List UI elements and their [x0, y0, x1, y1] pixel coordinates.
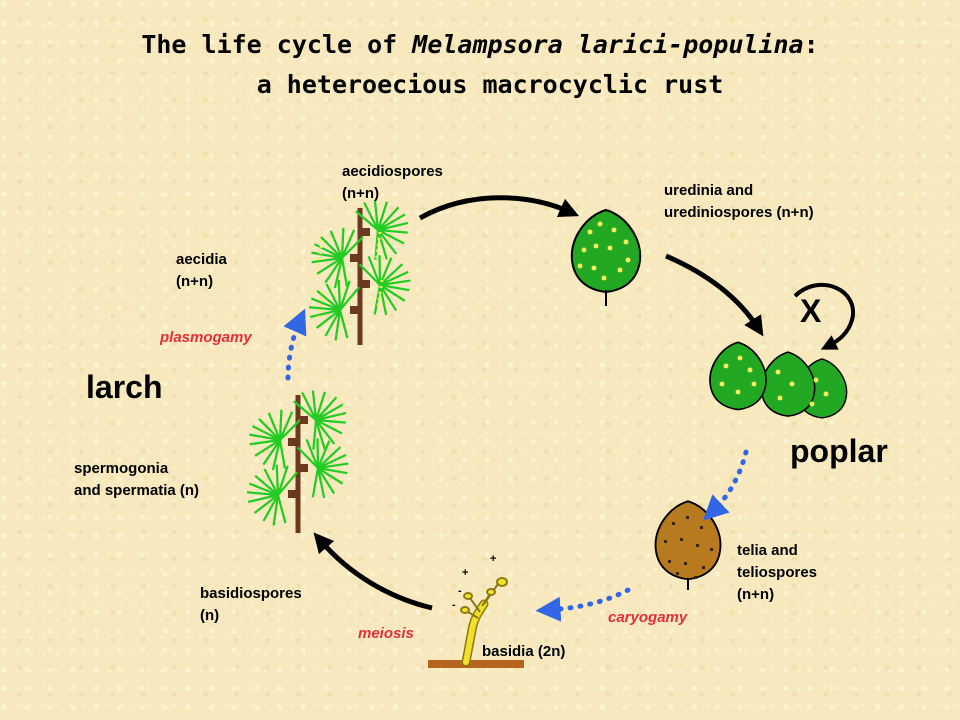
mating-mark-plus-1: +	[462, 567, 469, 579]
mating-mark-minus-2: -	[452, 599, 456, 611]
title-line-2: a heteroecious macrocyclic rust	[256, 70, 724, 99]
label-basidiospores: basidiospores (n)	[200, 585, 302, 624]
larch-branch-spermogonia	[239, 379, 357, 533]
basidium-drawing	[428, 577, 524, 668]
label-caryogamy: caryogamy	[608, 609, 688, 626]
label-aecidia: aecidia (n+n)	[176, 251, 227, 290]
label-uredinia: uredinia and urediniospores (n+n)	[664, 182, 814, 221]
title-suffix: :	[803, 30, 819, 59]
host-label-poplar: poplar	[790, 433, 888, 469]
dotted-arrow-caryogamy	[535, 587, 631, 622]
arrow-basidia-to-spermogonia	[313, 532, 433, 611]
label-aecidiospores: aecidiospores (n+n)	[342, 163, 443, 202]
cross-symbol: X	[800, 293, 822, 329]
larch-branch-aecidia	[301, 189, 419, 345]
poplar-leaf-uredinia	[570, 209, 642, 306]
mating-mark-plus-2: +	[490, 553, 497, 565]
dotted-arrow-poplar-to-telia	[702, 449, 749, 521]
mating-mark-minus-1: -	[458, 585, 462, 597]
dotted-arrow-plasmogamy	[283, 308, 307, 381]
arrow-uredinia-to-cluster	[665, 253, 764, 337]
title-species: Melampsora larici-populina	[412, 30, 804, 59]
title-prefix: The life cycle of	[141, 30, 413, 59]
label-spermogonia: spermogonia and spermatia (n)	[74, 460, 200, 499]
label-basidia: basidia (2n)	[482, 643, 566, 660]
label-plasmogamy: plasmogamy	[160, 329, 252, 346]
poplar-leaf-cluster	[709, 341, 848, 419]
label-telia: telia and teliospores (n+n)	[737, 542, 818, 603]
cycle-cross-arrow	[793, 283, 856, 350]
arrow-aecidiospores-to-uredinia	[418, 195, 580, 221]
title-line-1: The life cycle of Melampsora larici-popu…	[0, 30, 960, 59]
host-label-larch: larch	[86, 369, 163, 405]
label-meiosis: meiosis	[358, 625, 414, 642]
poplar-leaf-telia	[654, 500, 722, 590]
